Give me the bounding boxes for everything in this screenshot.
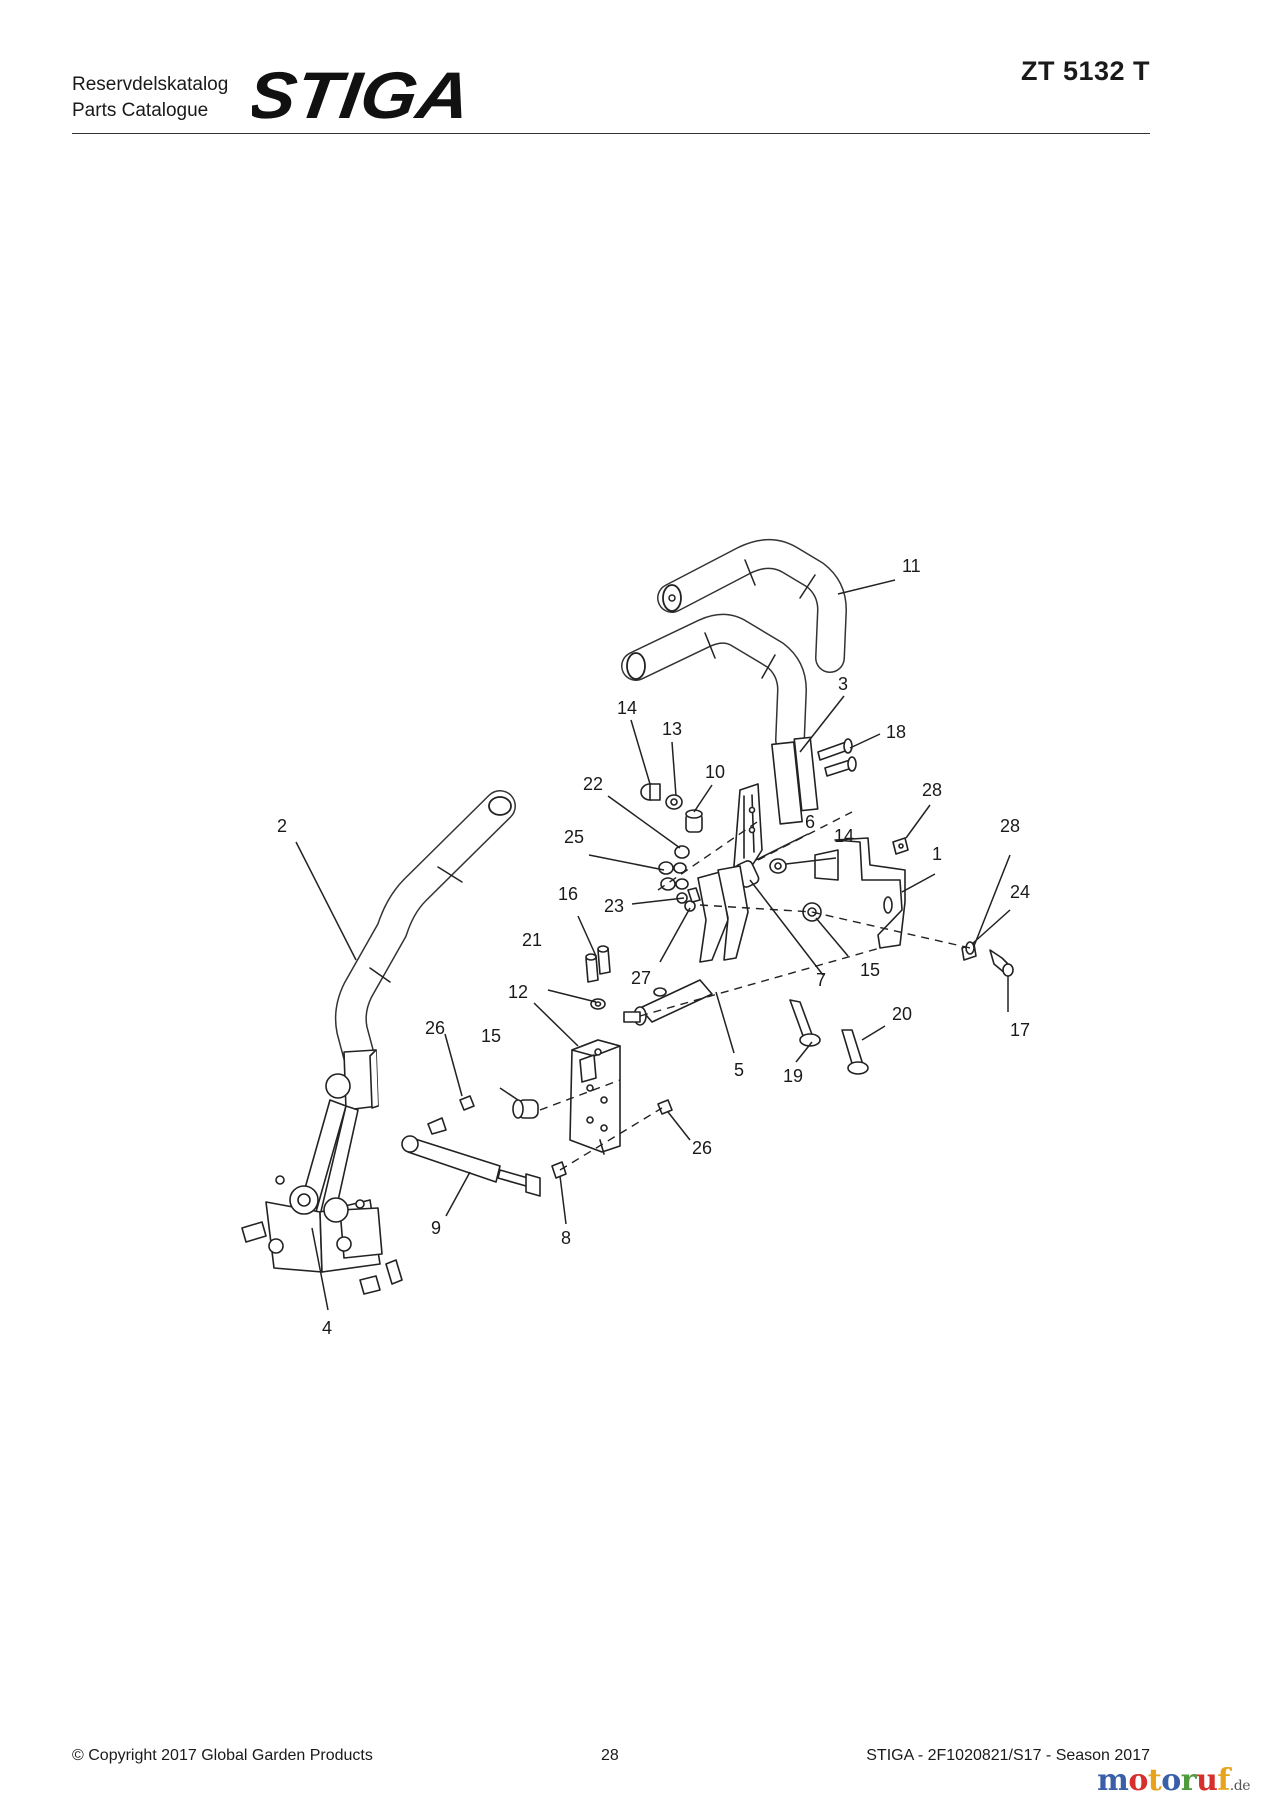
plate-12 <box>569 1039 621 1155</box>
callout-17: 17 <box>1010 1020 1030 1040</box>
callout-22: 22 <box>583 774 603 794</box>
watermark-letter: o <box>1128 1763 1148 1798</box>
page-number: 28 <box>601 1747 619 1764</box>
watermark-letter: u <box>1196 1763 1218 1798</box>
callout-7: 7 <box>816 970 826 990</box>
callout-19: 19 <box>783 1066 803 1086</box>
catalog-title-swedish: Reservdelskatalog <box>72 74 229 95</box>
callout-23: 23 <box>604 896 624 916</box>
watermark-letter: m <box>1097 1763 1129 1798</box>
callout-9: 9 <box>431 1218 441 1238</box>
catalog-title-english: Parts Catalogue <box>72 100 209 121</box>
stiga-logo: STIGA <box>252 66 474 124</box>
callout-11: 11 <box>902 556 921 576</box>
damper-9 <box>401 1117 567 1197</box>
callout-14-middle: 14 <box>834 826 854 846</box>
document-reference: STIGA - 2F1020821/S17 - Season 2017 <box>866 1747 1150 1764</box>
header-divider <box>72 133 1150 134</box>
callout-4: 4 <box>322 1318 332 1338</box>
callout-6: 6 <box>805 812 815 832</box>
callout-28-upper: 28 <box>922 780 942 800</box>
handle-11 <box>657 539 847 673</box>
callout-25: 25 <box>564 827 584 847</box>
callout-21: 21 <box>522 930 542 950</box>
callout-2: 2 <box>277 816 287 836</box>
washer-24-bolt-17 <box>965 941 1014 977</box>
motoruf-watermark: motoruf.de <box>1097 1763 1250 1798</box>
callout-18: 18 <box>886 722 906 742</box>
watermark-letter: r <box>1180 1763 1197 1798</box>
callout-8: 8 <box>561 1228 571 1248</box>
bushing-15-nuts-26 <box>459 1095 673 1119</box>
callout-13: 13 <box>662 719 682 739</box>
watermark-letter: f <box>1217 1763 1230 1798</box>
callout-26-right: 26 <box>692 1138 712 1158</box>
callout-5: 5 <box>734 1060 744 1080</box>
bolts-16-washer-21 <box>585 945 611 1010</box>
callout-15-right: 15 <box>860 960 880 980</box>
handle-2 <box>334 790 516 1076</box>
pins-19-20 <box>789 999 869 1075</box>
callout-16: 16 <box>558 884 578 904</box>
callout-26-left: 26 <box>425 1018 445 1038</box>
callout-15-left: 15 <box>481 1026 501 1046</box>
bolts-18 <box>817 738 857 777</box>
callout-24: 24 <box>1010 882 1030 902</box>
bushings-upper <box>640 783 703 891</box>
footer-copyright: © Copyright 2017 Global Garden Products <box>72 1747 373 1764</box>
watermark-domain-suffix: .de <box>1229 1778 1251 1794</box>
callout-20: 20 <box>892 1004 912 1024</box>
lever-arm-6 <box>733 783 763 873</box>
callout-27: 27 <box>631 968 651 988</box>
mechanism-4 <box>241 1049 403 1295</box>
callout-12: 12 <box>508 982 528 1002</box>
callout-10: 10 <box>705 762 725 782</box>
callout-3: 3 <box>838 674 848 694</box>
handle-3 <box>621 613 819 825</box>
callout-1: 1 <box>932 844 942 864</box>
model-number: ZT 5132 T <box>1020 56 1150 86</box>
leader-lines <box>295 579 1011 1311</box>
callout-14-upper: 14 <box>617 698 637 718</box>
stiga-logo-wordmark: STIGA <box>252 66 474 124</box>
lever-5 <box>623 865 749 1026</box>
watermark-letter: o <box>1161 1763 1181 1798</box>
bracket-1 <box>814 837 906 949</box>
bolts-23-27 <box>676 887 701 912</box>
callout-labels: 11 3 14 13 18 10 22 28 2 6 28 25 14 1 24… <box>277 556 1030 1338</box>
callout-28-right: 28 <box>1000 816 1020 836</box>
watermark-letter: t <box>1147 1763 1162 1798</box>
